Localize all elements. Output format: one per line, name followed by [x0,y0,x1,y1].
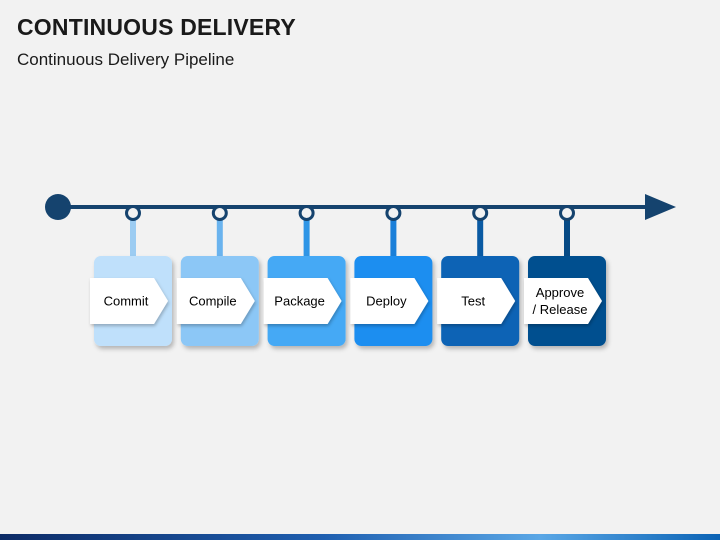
step-connector [303,213,310,260]
step-chevron [437,278,516,324]
pipeline-step: Test [437,205,520,346]
pipeline-step: Commit [90,205,172,346]
step-chevron [524,278,602,324]
pipeline-step: Deploy [350,205,433,346]
step-connector [390,213,397,260]
step-ring [298,205,315,221]
slide-subtitle: Continuous Delivery Pipeline [17,50,235,69]
timeline-arrowhead [645,194,676,220]
slide-title: CONTINUOUS DELIVERY [17,14,296,40]
footer-bar [0,534,720,540]
step-connector [216,213,223,260]
step-label: Deploy [366,294,407,309]
step-connector [564,213,570,260]
pipeline-step: Compile [176,205,259,346]
step-label: Commit [104,294,149,309]
step-ring [559,205,575,221]
step-chevron [350,278,429,324]
step-chevron [263,278,342,324]
step-label: / Release [533,302,588,317]
step-ring [385,205,402,221]
step-label: Approve [536,285,584,300]
pipeline-step: Package [263,205,346,346]
steps-layer: Commit Compile Package Deploy Test Approve / R… [90,205,606,346]
step-chevron [176,278,255,324]
step-label: Compile [189,294,237,309]
step-label: Package [274,294,325,309]
step-chevron [90,278,168,324]
step-ring [472,205,489,221]
timeline-start-dot [45,194,71,220]
step-label: Test [461,294,485,309]
step-connector [130,213,136,260]
pipeline-step: Approve / Release [524,205,606,346]
step-ring [125,205,141,221]
timeline-arrow [45,194,676,220]
step-ring [211,205,228,221]
step-connector [477,213,484,260]
